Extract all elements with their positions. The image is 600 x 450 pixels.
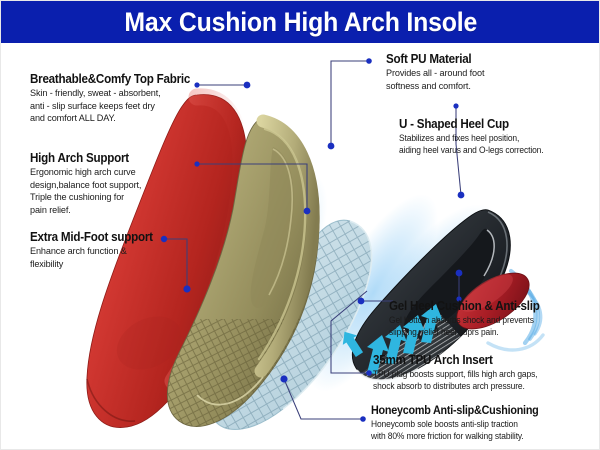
cushion-arrows bbox=[342, 304, 443, 374]
page-title: Max Cushion High Arch Insole bbox=[124, 6, 478, 37]
callout-body: Enhance arch function & flexibility bbox=[30, 246, 127, 270]
callout-title: High Arch Support bbox=[30, 151, 129, 165]
callout-gel-heel-cushion: Gel Heel Cushion & Anti-slip Gel bottom … bbox=[389, 299, 599, 339]
callout-title: Breathable&Comfy Top Fabric bbox=[30, 72, 191, 86]
callout-extra-mid-foot-support: Extra Mid-Foot support Enhance arch func… bbox=[30, 230, 210, 271]
callout-title: Honeycomb Anti-slip&Cushioning bbox=[371, 404, 539, 417]
callout-breathable-top-fabric: Breathable&Comfy Top Fabric Skin - frien… bbox=[30, 72, 210, 126]
heel-cup-layer bbox=[342, 209, 511, 381]
callout-body: TPU plug boosts support, fills high arch… bbox=[373, 369, 538, 391]
callout-body: Skin - friendly, sweat - absorbent, anti… bbox=[30, 88, 161, 125]
callout-title: Gel Heel Cushion & Anti-slip bbox=[389, 299, 540, 313]
header-bar: Max Cushion High Arch Insole bbox=[1, 1, 599, 43]
callout-body: Stabilizes and fixes heel position, aidi… bbox=[399, 133, 544, 155]
callout-title: Extra Mid-Foot support bbox=[30, 230, 153, 244]
callout-high-arch-support: High Arch Support Ergonomic high arch cu… bbox=[30, 151, 210, 218]
callout-body: Ergonomic high arch curve design,balance… bbox=[30, 167, 142, 216]
gel-pad bbox=[456, 268, 545, 352]
callout-title: 35mm TPU Arch Insert bbox=[373, 353, 493, 367]
callout-body: Gel bottom absorbs shock and prevents sl… bbox=[389, 315, 534, 337]
callout-u-shaped-heel-cup: U - Shaped Heel Cup Stabilizes and fixes… bbox=[399, 117, 599, 157]
callout-tpu-arch-insert: 35mm TPU Arch Insert TPU plug boosts sup… bbox=[373, 353, 595, 393]
callout-title: U - Shaped Heel Cup bbox=[399, 117, 509, 131]
callout-soft-pu-material: Soft PU Material Provides all - around f… bbox=[386, 52, 596, 93]
callout-body: Honeycomb sole boosts anti-slip traction… bbox=[371, 418, 524, 441]
callout-body: Provides all - around foot softness and … bbox=[386, 68, 485, 92]
insole-layers-svg bbox=[86, 88, 545, 430]
callout-title: Soft PU Material bbox=[386, 52, 472, 66]
callout-honeycomb-anti-slip: Honeycomb Anti-slip&Cushioning Honeycomb… bbox=[371, 404, 597, 442]
product-artwork bbox=[1, 43, 599, 449]
